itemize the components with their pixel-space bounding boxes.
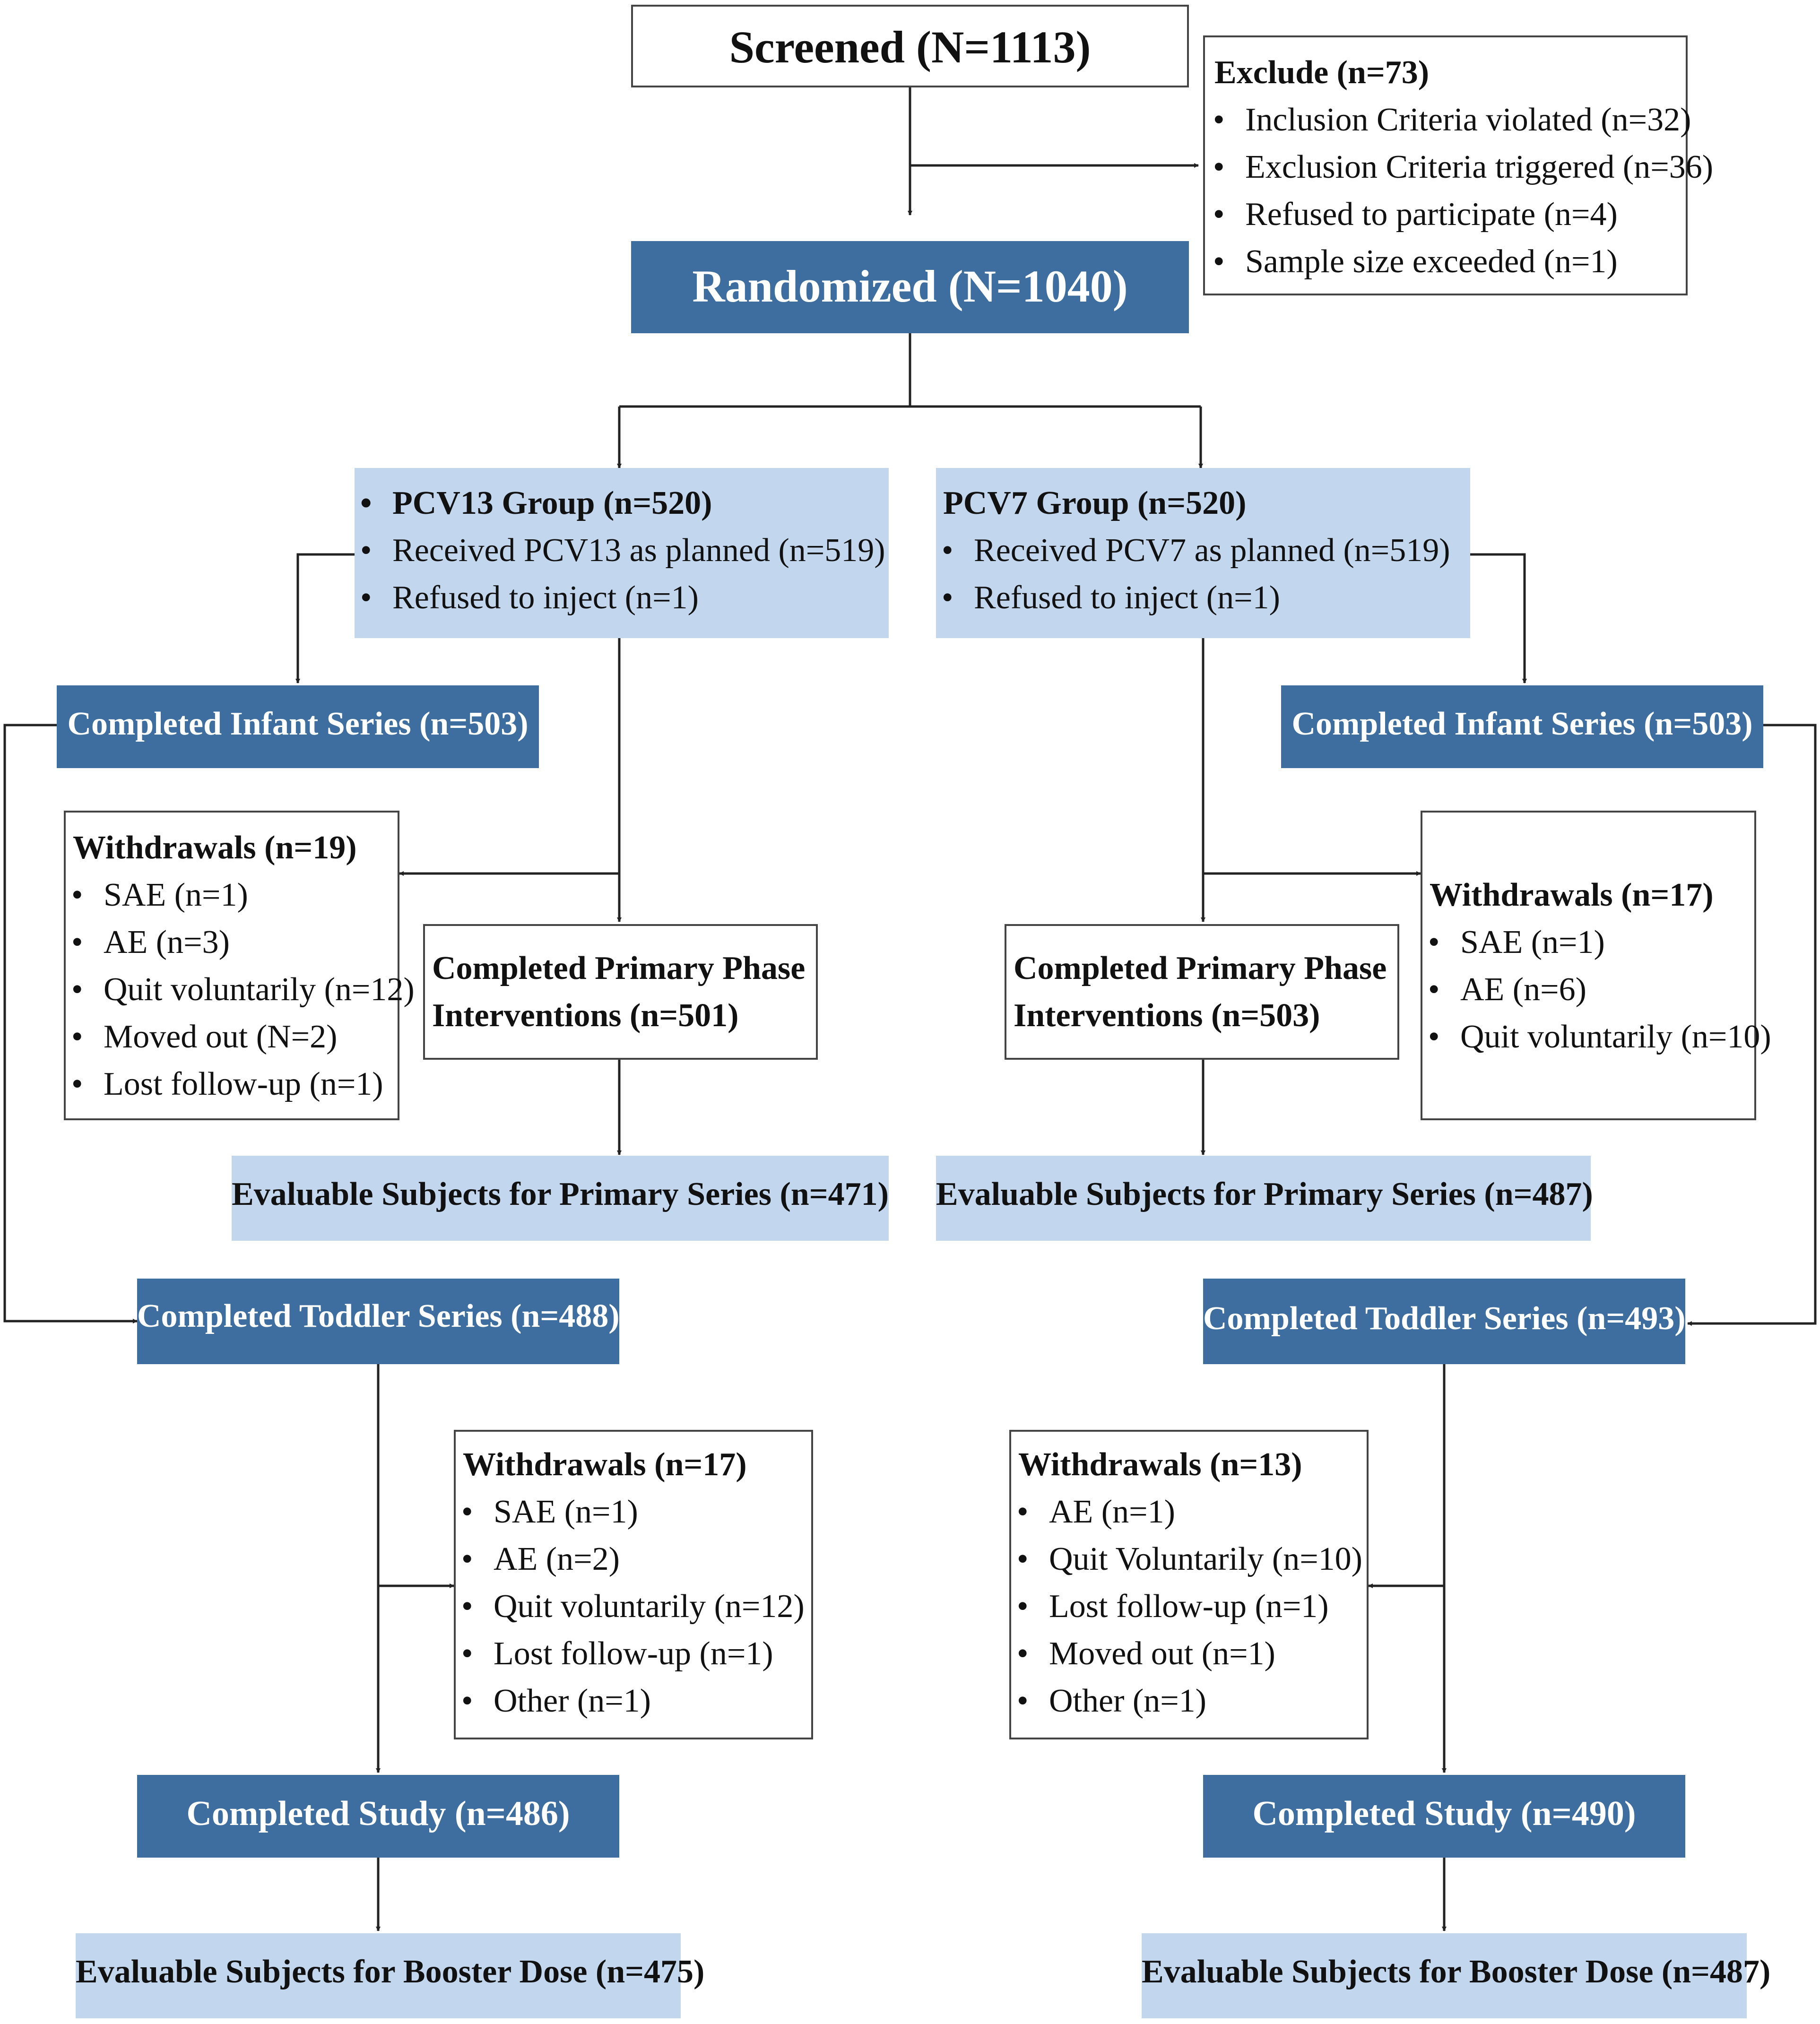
pcv7-withdrawals-primary-header: Withdrawals (n=17) (1430, 877, 1714, 913)
pcv13-withdrawals-toddler-box: Withdrawals (n=17) SAE (n=1) AE (n=2) Qu… (454, 1430, 813, 1739)
pcv7-toddler-series-box: Completed Toddler Series (n=493) (1203, 1279, 1686, 1364)
withdrawal-item: AE (n=2) (461, 1536, 620, 1583)
pcv13-group-header: PCV13 Group (n=520) (360, 480, 712, 527)
pcv7-infant-series-label: Completed Infant Series (n=503) (1291, 706, 1753, 742)
withdrawal-item: SAE (n=1) (461, 1488, 638, 1536)
exclude-item: Inclusion Criteria violated (n=32) (1213, 96, 1691, 144)
pcv7-group-item: Received PCV7 as planned (n=519) (942, 527, 1450, 574)
withdrawal-item: Quit voluntarily (n=12) (71, 966, 415, 1013)
pcv7-withdrawals-primary-box: Withdrawals (n=17) SAE (n=1) AE (n=6) Qu… (1421, 811, 1771, 1120)
pcv7-evaluable-booster-box: Evaluable Subjects for Booster Dose (n=4… (1142, 1933, 1771, 2018)
pcv7-completed-study-label: Completed Study (n=490) (1252, 1794, 1636, 1833)
pcv13-completed-study-label: Completed Study (n=486) (186, 1794, 570, 1833)
pcv7-evaluable-primary-label: Evaluable Subjects for Primary Series (n… (936, 1176, 1593, 1212)
pcv13-group-box: PCV13 Group (n=520) Received PCV13 as pl… (355, 468, 889, 638)
withdrawal-item: Moved out (N=2) (71, 1013, 337, 1061)
withdrawal-item: Lost follow-up (n=1) (71, 1061, 383, 1108)
pcv7-group-box: PCV7 Group (n=520) Received PCV7 as plan… (936, 468, 1470, 638)
pcv7-primary-phase-box: Completed Primary Phase Interventions (n… (1005, 924, 1399, 1060)
pcv13-withdrawals-toddler-header: Withdrawals (n=17) (463, 1446, 747, 1483)
pcv13-evaluable-primary-box: Evaluable Subjects for Primary Series (n… (232, 1156, 889, 1241)
withdrawal-item: AE (n=6) (1428, 966, 1586, 1013)
withdrawal-item: AE (n=1) (1017, 1488, 1175, 1536)
withdrawal-item: Lost follow-up (n=1) (1017, 1583, 1329, 1630)
exclude-box: Exclude (n=73) Inclusion Criteria violat… (1203, 35, 1713, 295)
withdrawal-item: SAE (n=1) (1428, 919, 1605, 966)
withdrawal-item: AE (n=3) (71, 919, 230, 966)
pcv13-toddler-series-label: Completed Toddler Series (n=488) (137, 1298, 620, 1334)
pcv7-group-item: Refused to inject (n=1) (942, 574, 1280, 622)
pcv13-infant-series-box: Completed Infant Series (n=503) (57, 685, 539, 768)
randomized-label: Randomized (N=1040) (692, 261, 1128, 311)
pcv13-primary-phase-line2: Interventions (n=501) (432, 997, 739, 1034)
pcv7-completed-study-box: Completed Study (n=490) (1203, 1775, 1685, 1858)
exclude-item: Refused to participate (n=4) (1213, 191, 1618, 238)
pcv13-toddler-series-box: Completed Toddler Series (n=488) (137, 1279, 620, 1364)
withdrawal-item: Quit Voluntarily (n=10) (1017, 1536, 1362, 1583)
pcv7-withdrawals-toddler-header: Withdrawals (n=13) (1018, 1446, 1302, 1483)
randomized-box: Randomized (N=1040) (631, 241, 1189, 333)
pcv7-primary-phase-line1: Completed Primary Phase (1014, 950, 1387, 986)
pcv7-evaluable-booster-label: Evaluable Subjects for Booster Dose (n=4… (1142, 1954, 1771, 1990)
pcv7-infant-series-box: Completed Infant Series (n=503) (1281, 685, 1763, 768)
screened-box: Screened (N=1113) (631, 5, 1189, 87)
pcv7-primary-phase-line2: Interventions (n=503) (1014, 997, 1320, 1034)
withdrawal-item: SAE (n=1) (71, 872, 248, 919)
pcv13-primary-phase-box: Completed Primary Phase Interventions (n… (423, 924, 818, 1060)
exclude-header: Exclude (n=73) (1214, 54, 1430, 91)
pcv13-withdrawals-primary-box: Withdrawals (n=19) SAE (n=1) AE (n=3) Qu… (64, 811, 415, 1120)
exclude-item: Exclusion Criteria triggered (n=36) (1213, 144, 1713, 191)
pcv13-evaluable-booster-label: Evaluable Subjects for Booster Dose (n=4… (76, 1954, 705, 1990)
withdrawal-item: Lost follow-up (n=1) (461, 1630, 773, 1678)
exclude-item: Sample size exceeded (n=1) (1213, 238, 1618, 285)
pcv7-toddler-series-label: Completed Toddler Series (n=493) (1203, 1300, 1686, 1337)
pcv13-group-item: Received PCV13 as planned (n=519) (360, 527, 885, 574)
pcv13-withdrawals-primary-header: Withdrawals (n=19) (73, 830, 357, 866)
pcv13-group-item: Refused to inject (n=1) (360, 574, 699, 622)
pcv13-evaluable-primary-label: Evaluable Subjects for Primary Series (n… (232, 1176, 889, 1212)
pcv7-group-header: PCV7 Group (n=520) (943, 485, 1247, 521)
withdrawal-item: Other (n=1) (461, 1678, 651, 1725)
pcv7-withdrawals-toddler-box: Withdrawals (n=13) AE (n=1) Quit Volunta… (1009, 1430, 1369, 1739)
withdrawal-item: Quit voluntarily (n=12) (461, 1583, 805, 1630)
pcv13-primary-phase-line1: Completed Primary Phase (432, 950, 806, 986)
pcv13-evaluable-booster-box: Evaluable Subjects for Booster Dose (n=4… (76, 1933, 705, 2018)
screened-label: Screened (N=1113) (729, 22, 1091, 72)
pcv13-completed-study-box: Completed Study (n=486) (137, 1775, 619, 1858)
pcv7-evaluable-primary-box: Evaluable Subjects for Primary Series (n… (936, 1156, 1593, 1241)
withdrawal-item: Other (n=1) (1017, 1678, 1206, 1725)
pcv13-infant-series-label: Completed Infant Series (n=503) (67, 706, 529, 742)
withdrawal-item: Quit voluntarily (n=10) (1428, 1013, 1771, 1061)
withdrawal-item: Moved out (n=1) (1017, 1630, 1275, 1678)
